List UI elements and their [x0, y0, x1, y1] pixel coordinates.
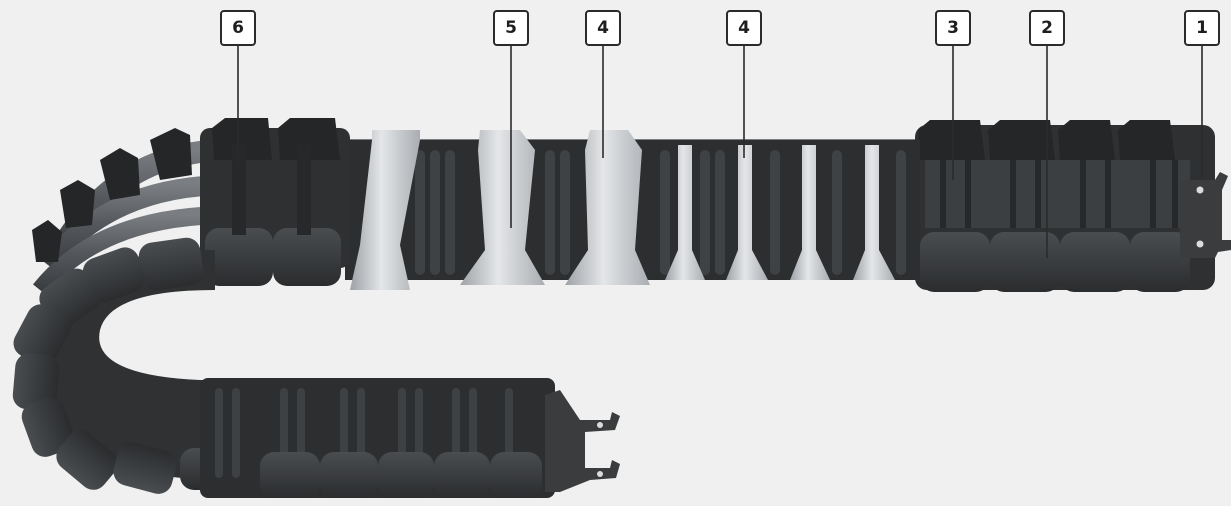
leader-lines [237, 46, 1203, 258]
callout-2: 2 [1029, 10, 1065, 46]
callout-4-second: 4 [726, 10, 762, 46]
mounting-bracket-right [1180, 172, 1231, 258]
callout-4-first: 4 [585, 10, 621, 46]
chain-bend [12, 128, 260, 494]
callout-6: 6 [220, 10, 256, 46]
mounting-bracket-lower [545, 390, 620, 492]
lower-chain-links [200, 378, 555, 498]
metal-separators [350, 130, 895, 290]
upper-chain-links-left [200, 118, 350, 286]
callout-1: 1 [1184, 10, 1220, 46]
callout-3: 3 [935, 10, 971, 46]
upper-chain-links-right [915, 120, 1215, 292]
callout-5: 5 [493, 10, 529, 46]
